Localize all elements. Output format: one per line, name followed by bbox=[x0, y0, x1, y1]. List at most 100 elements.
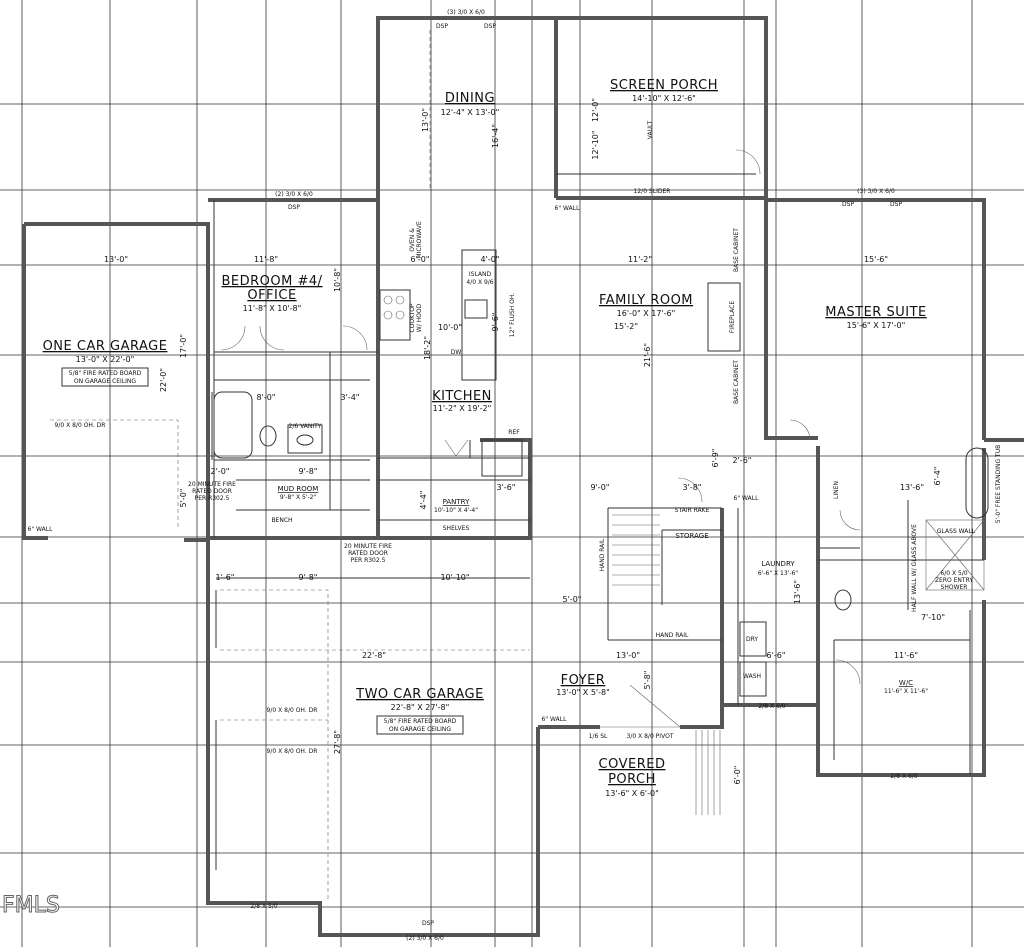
slider-sl-label: 1/6 SL bbox=[589, 733, 608, 740]
dim-pantry-3-6: 3'-6" bbox=[497, 483, 516, 492]
hand-rail-label-1: HAND RAIL bbox=[599, 538, 606, 571]
free-tub-label: 5'-0" FREE STANDING TUB bbox=[995, 445, 1002, 523]
fire-door-label-2b: RATED DOOR bbox=[348, 550, 388, 557]
room-covered-porch-dims: 13'-6" X 6'-0" bbox=[605, 789, 659, 798]
dim-family-2: 2'-6" bbox=[733, 456, 752, 465]
dim-garage-1: 1'-6" bbox=[216, 573, 235, 582]
dsp-label-6: DSP bbox=[422, 920, 434, 927]
fire-door-label-2a: 20 MINUTE FIRE bbox=[344, 543, 392, 550]
hood-label: W/ HOOD bbox=[416, 303, 423, 332]
island-dims-label: 4/0 X 9/6 bbox=[466, 279, 493, 286]
laundry-window-label: 2/8 X 6/0 bbox=[758, 703, 785, 710]
one-car-garage-note2: ON GARAGE CEILING bbox=[74, 378, 136, 385]
hand-rail-label-2: HAND RAIL bbox=[656, 632, 689, 639]
dim-dining-13: 13'-0" bbox=[421, 108, 430, 132]
dw-label: DW bbox=[451, 349, 462, 356]
dim-foyer-13: 13'-0" bbox=[616, 651, 640, 660]
six-wall-label-1: 6" WALL bbox=[28, 526, 54, 533]
cooktop-label: COOKTOP bbox=[409, 303, 416, 332]
master-window-label: (3) 3/0 X 6/0 bbox=[857, 188, 895, 195]
dim-wic-11: 11'-6" bbox=[894, 651, 918, 660]
dsp-label-5: DSP bbox=[890, 201, 902, 208]
dim-master-15: 15'-6" bbox=[864, 255, 888, 264]
island-label: ISLAND bbox=[469, 271, 492, 278]
dim-foyer-58: 5'-8" bbox=[643, 671, 652, 690]
dim-garage-22: 22'-8" bbox=[362, 651, 386, 660]
bench-label: BENCH bbox=[271, 517, 292, 524]
base-cabinet-label-1: BASE CABINET bbox=[733, 228, 740, 272]
room-two-car-garage-name: TWO CAR GARAGE bbox=[355, 687, 484, 702]
room-bedroom4-name: BEDROOM #4/ bbox=[221, 274, 322, 289]
room-pantry-dims: 10'-10" X 4'-4" bbox=[434, 507, 478, 514]
slider-label: 12/0 SLIDER bbox=[634, 188, 671, 195]
garage-window-label: 2/8 X 5/0 bbox=[250, 903, 277, 910]
dim-master-13: 13'-6" bbox=[900, 483, 924, 492]
ref-label: REF bbox=[508, 429, 520, 436]
zero-entry-label-2: ZERO ENTRY bbox=[935, 577, 973, 584]
dim-garage-27: 27'-8" bbox=[333, 730, 342, 754]
flush-oh-label: 12" FLUSH OH. bbox=[509, 293, 516, 338]
room-screen-porch-dims: 14'-10" X 12'-6" bbox=[632, 94, 696, 103]
dim-family-9: 9'-0" bbox=[591, 483, 610, 492]
shelves-label: SHELVES bbox=[443, 525, 470, 532]
room-wic-name: W/C bbox=[899, 679, 913, 687]
room-one-car-garage-dims: 13'-0" X 22'-0" bbox=[76, 355, 135, 364]
base-cabinet-label-2: BASE CABINET bbox=[733, 360, 740, 404]
room-foyer-name: FOYER bbox=[561, 673, 606, 688]
two-car-garage-note2: ON GARAGE CEILING bbox=[389, 726, 451, 733]
room-two-car-garage-dims: 22'-8" X 27'-8" bbox=[391, 703, 450, 712]
dim-bed-depth: 10'-8" bbox=[333, 268, 342, 292]
room-kitchen-dims: 11'-2" X 19'-2" bbox=[433, 404, 492, 413]
room-dining-name: DINING bbox=[445, 91, 495, 106]
dim-family-11: 11'-2" bbox=[628, 255, 652, 264]
dim-master-6-4: 6'-4" bbox=[933, 467, 942, 486]
dim-ocg-width: 13'-0" bbox=[104, 255, 128, 264]
zero-entry-label-3: SHOWER bbox=[941, 584, 968, 591]
dim-bath-8: 8'-0" bbox=[257, 393, 276, 402]
room-dining-dims: 12'-4" X 13'-0" bbox=[441, 108, 500, 117]
oven-label: OVEN & bbox=[409, 228, 416, 252]
dim-foyer-5: 5'-0" bbox=[563, 595, 582, 604]
dsp-label-4: DSP bbox=[842, 201, 854, 208]
two-car-garage-note1: 5/8" FIRE RATED BOARD bbox=[384, 718, 457, 725]
bedroom-window-label: (2) 3/0 X 6/0 bbox=[275, 191, 313, 198]
dim-laundry-13: 13'-6" bbox=[793, 580, 802, 604]
room-mud-room-name: MUD ROOM bbox=[278, 485, 319, 493]
dim-family-21: 21'-6" bbox=[643, 343, 652, 367]
dim-kitchen-4: 4'-0" bbox=[481, 255, 500, 264]
dim-kitchen-9: 9'-6" bbox=[491, 313, 500, 332]
dim-laundry-6: 6'-6" bbox=[767, 651, 786, 660]
dim-bed-width: 11'-8" bbox=[254, 255, 278, 264]
pivot-door-label: 3/0 X 8/0 PIVOT bbox=[627, 733, 674, 740]
bottom-window-label: (2) 3/0 X 6/0 bbox=[406, 935, 444, 942]
dsp-label-2: DSP bbox=[484, 23, 496, 30]
room-screen-porch-name: SCREEN PORCH bbox=[610, 78, 718, 93]
one-car-garage-note1: 5/8" FIRE RATED BOARD bbox=[69, 370, 142, 377]
wash-label: WASH bbox=[743, 673, 761, 680]
room-mud-room-dims: 9'-8" X 5'-2" bbox=[280, 494, 317, 501]
dim-ocg-17: 17'-0" bbox=[179, 334, 188, 358]
dry-label: DRY bbox=[746, 636, 758, 643]
room-master-suite-dims: 15'-6" X 17'-0" bbox=[847, 321, 906, 330]
room-foyer-dims: 13'-0" X 5'-8" bbox=[556, 688, 610, 697]
room-bedroom4-name2: OFFICE bbox=[247, 288, 296, 303]
dsp-label-3: DSP bbox=[288, 204, 300, 211]
room-laundry-name: LAUNDRY bbox=[761, 560, 795, 568]
wic-window-label: 2/8 X 6/0 bbox=[890, 773, 917, 780]
dim-kitchen-10: 10'-0" bbox=[438, 323, 462, 332]
room-kitchen-name: KITCHEN bbox=[432, 389, 492, 404]
vanity-label: 2/6 VANITY bbox=[289, 423, 322, 430]
microwave-label: MICROWAVE bbox=[416, 221, 423, 258]
room-covered-porch-name: COVERED bbox=[599, 757, 666, 772]
dim-pantry-10: 10'-10" bbox=[440, 573, 469, 582]
garage-door-label-3: 9/0 X 8/0 OH. DR bbox=[267, 748, 318, 755]
linen-label: LINEN bbox=[833, 481, 840, 499]
dim-family-6-9: 6'-9" bbox=[711, 449, 720, 468]
room-laundry-dims: 6'-6" X 13'-6" bbox=[758, 570, 798, 577]
dim-kitchen-6: 6'-0" bbox=[411, 255, 430, 264]
six-wall-label-4: 6" WALL bbox=[734, 495, 760, 502]
room-one-car-garage-name: ONE CAR GARAGE bbox=[43, 339, 168, 354]
six-wall-label-3: 6" WALL bbox=[542, 716, 568, 723]
